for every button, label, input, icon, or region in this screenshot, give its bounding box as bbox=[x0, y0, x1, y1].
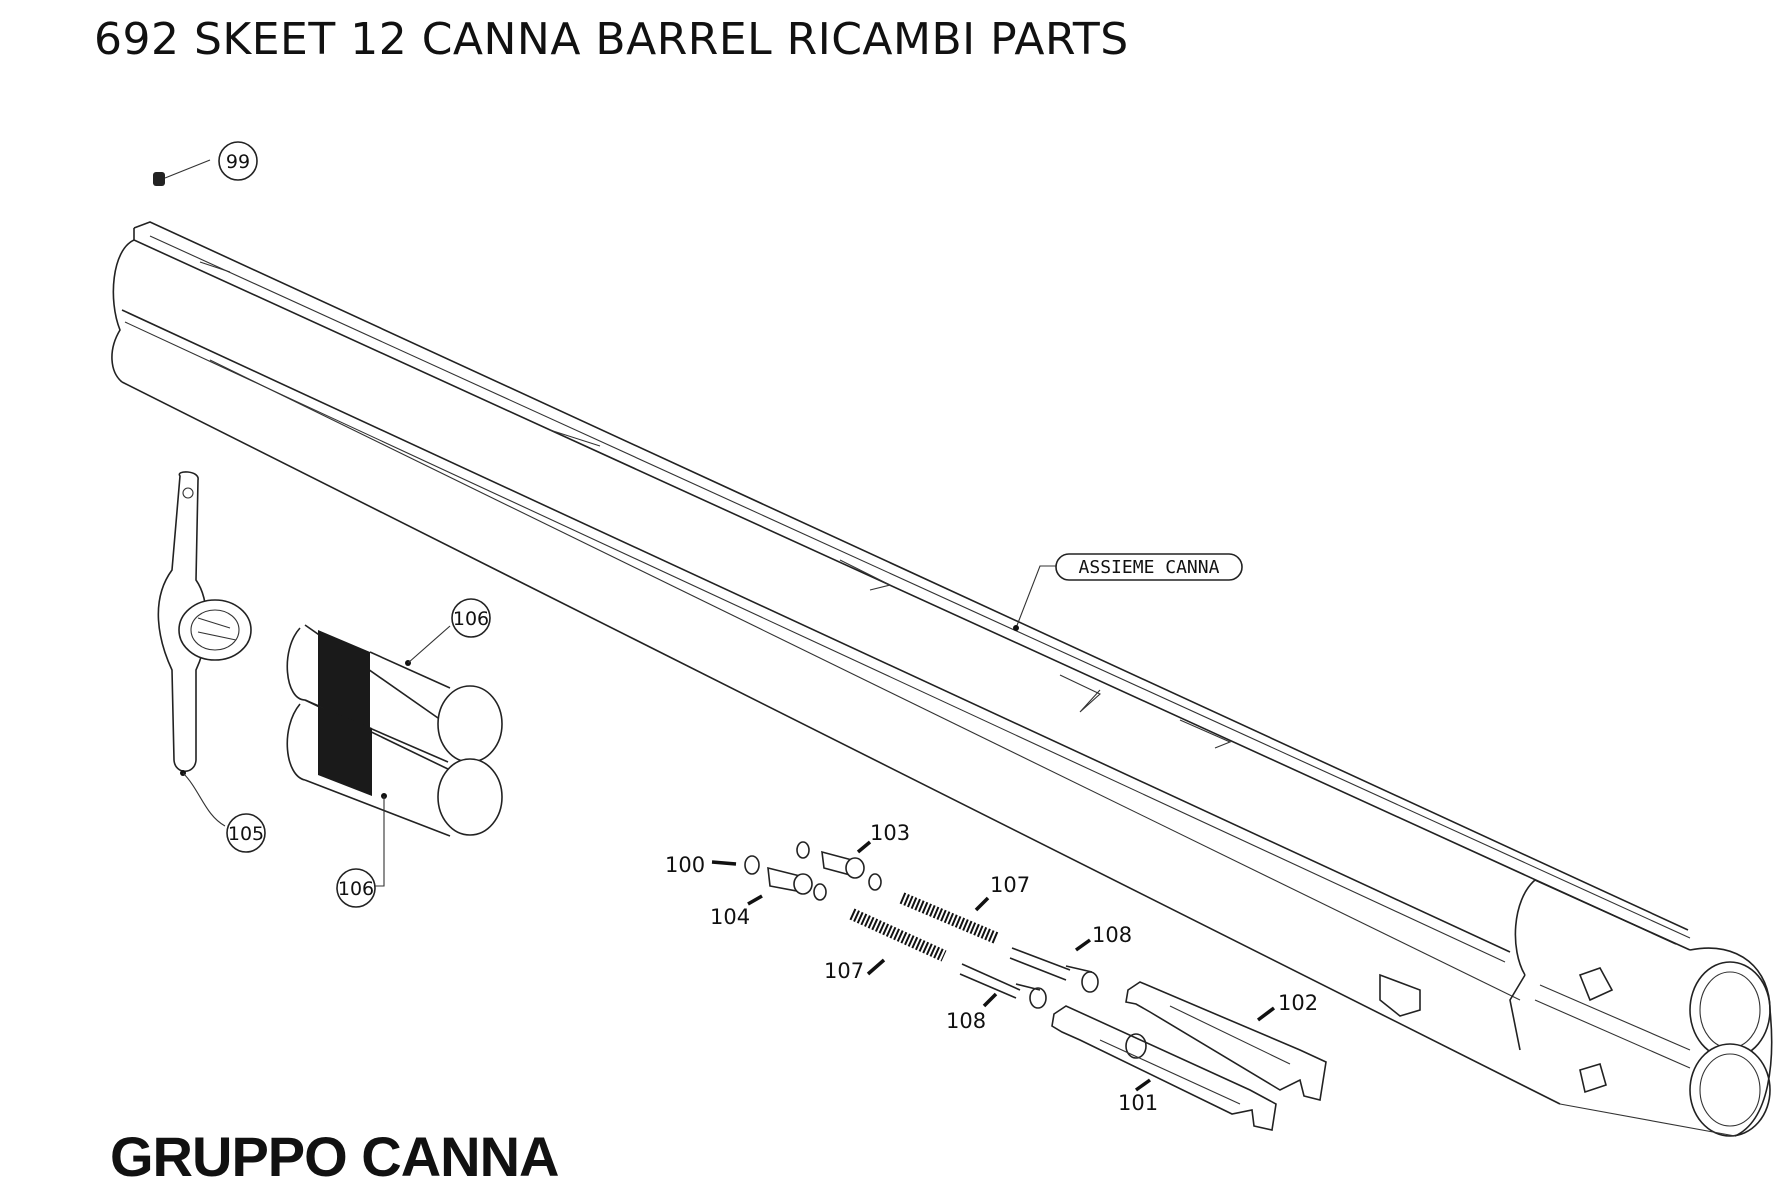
barrel-assembly bbox=[111, 221, 1773, 1137]
part-107-lower: 107 bbox=[824, 908, 947, 983]
part-105: 105 bbox=[157, 471, 266, 853]
assembly-label: ASSIEME CANNA bbox=[1079, 557, 1220, 578]
callout-99: 99 bbox=[226, 151, 250, 173]
callout-103: 103 bbox=[870, 821, 910, 845]
page-title: 692 SKEET 12 CANNA BARREL RICAMBI PARTS bbox=[94, 14, 1129, 65]
callout-102: 102 bbox=[1278, 991, 1318, 1015]
callout-108-upper: 108 bbox=[1092, 923, 1132, 947]
part-104: 104 bbox=[710, 841, 827, 929]
group-title: GRUPPO CANNA bbox=[110, 1125, 559, 1188]
callout-108-lower: 108 bbox=[946, 1009, 986, 1033]
part-100: 100 bbox=[665, 853, 760, 877]
callout-105: 105 bbox=[228, 823, 264, 845]
callout-101: 101 bbox=[1118, 1091, 1158, 1115]
part-106-lower: 106 bbox=[286, 699, 503, 908]
callout-100: 100 bbox=[665, 853, 705, 877]
part-108-upper: 108 bbox=[1009, 923, 1132, 993]
part-103: 103 bbox=[821, 821, 910, 891]
part-102: 102 bbox=[1125, 981, 1327, 1101]
assembly-callout: ASSIEME CANNA bbox=[1055, 553, 1243, 581]
callout-104: 104 bbox=[710, 905, 750, 929]
part-108-lower: 108 bbox=[946, 963, 1047, 1033]
part-107-upper: 107 bbox=[899, 873, 1030, 944]
part-106-upper: 106 bbox=[286, 598, 503, 763]
part-101: 101 bbox=[1051, 1005, 1277, 1131]
part-99: 99 bbox=[153, 141, 258, 186]
callout-106-lower: 106 bbox=[338, 878, 374, 900]
callout-106-upper: 106 bbox=[453, 608, 489, 630]
callout-107-lower: 107 bbox=[824, 959, 864, 983]
callout-107-upper: 107 bbox=[990, 873, 1030, 897]
